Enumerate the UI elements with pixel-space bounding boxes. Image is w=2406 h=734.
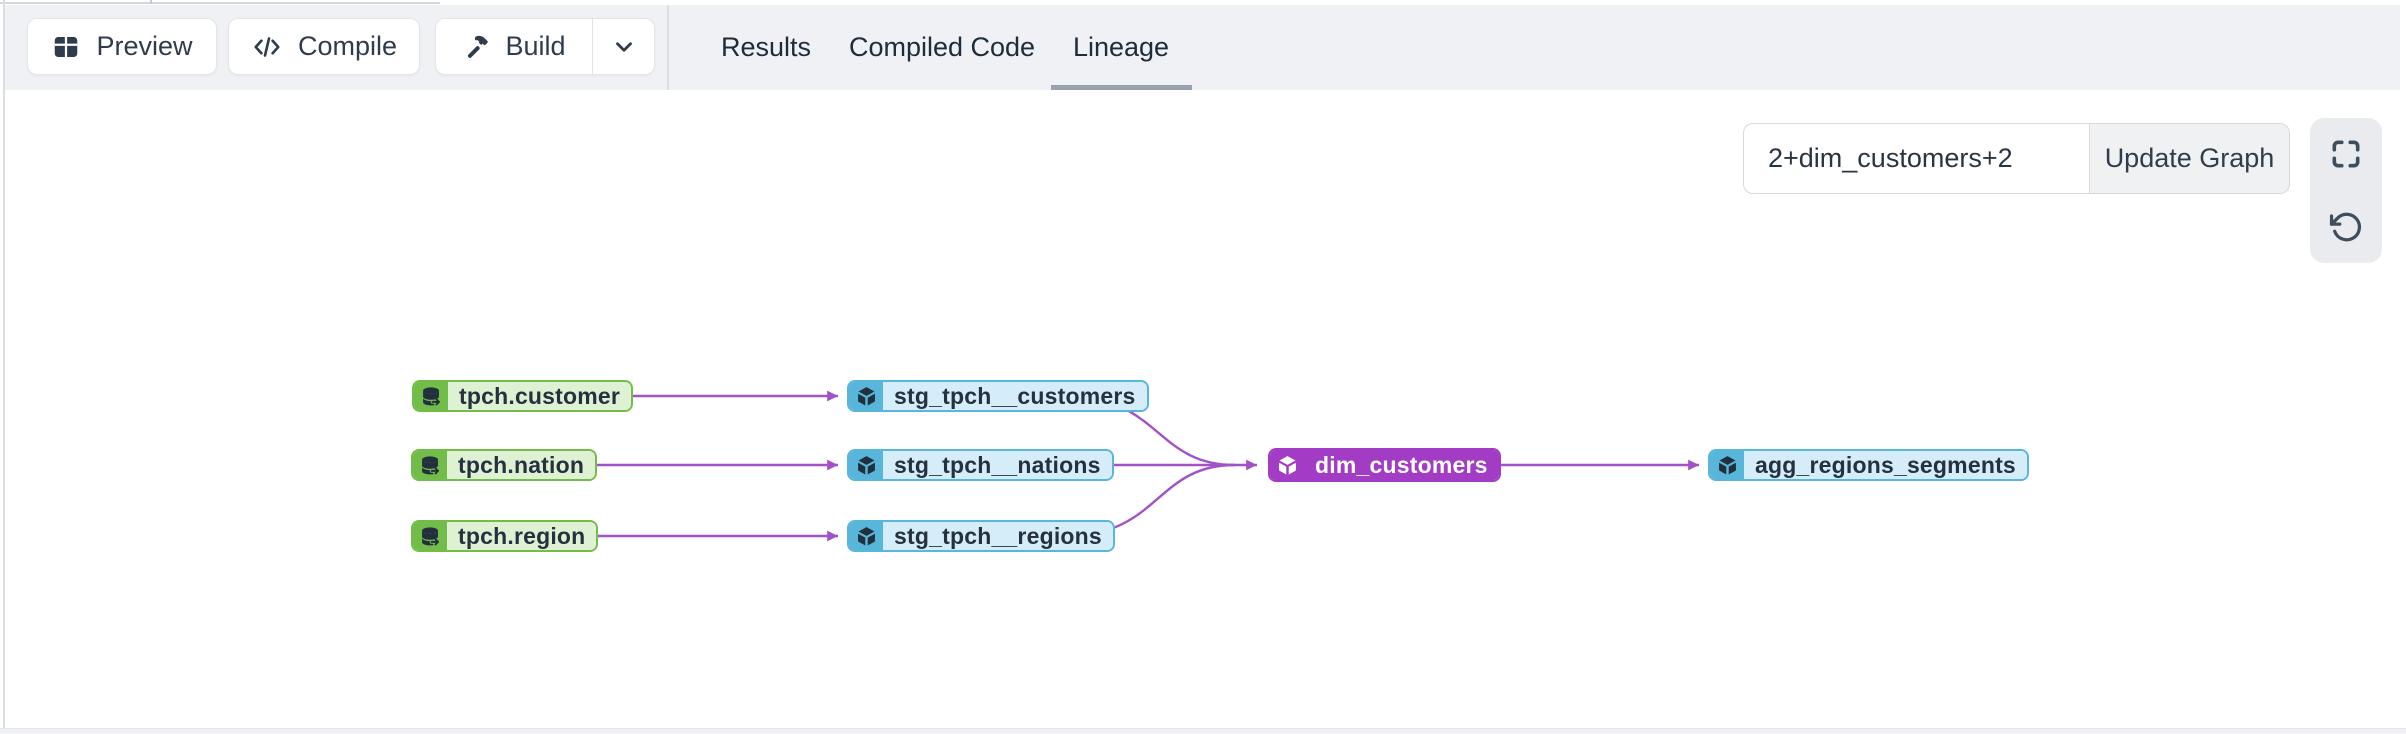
chevron-down-icon	[611, 34, 637, 60]
graph-selector-group: Update Graph	[1743, 123, 2290, 194]
lineage-node-tpch-customer[interactable]: tpch.customer	[412, 380, 634, 412]
panel-left-border	[3, 0, 5, 728]
tab-lineage-label: Lineage	[1072, 32, 1170, 62]
fullscreen-icon	[2329, 137, 2363, 171]
tab-results[interactable]: Results	[721, 5, 811, 90]
lineage-node-dim-customers[interactable]: dim_customers	[1268, 448, 1501, 482]
node-label: stg_tpch__customers	[883, 382, 1147, 410]
node-label: tpch.nation	[447, 451, 596, 479]
tab-results-label: Results	[720, 32, 812, 62]
model-cube-icon	[849, 522, 883, 550]
database-icon	[414, 382, 448, 410]
node-label: agg_regions_segments	[1744, 451, 2027, 479]
toolbar-divider	[667, 5, 669, 90]
code-icon	[251, 32, 283, 62]
node-label: stg_tpch__nations	[883, 451, 1112, 479]
tab-compiled-code-label: Compiled Code	[848, 32, 1036, 62]
compile-button[interactable]: Compile	[228, 18, 420, 75]
build-split-button: Build	[435, 18, 655, 75]
graph-selector-input[interactable]	[1743, 123, 2089, 194]
compile-button-label: Compile	[297, 31, 398, 61]
fullscreen-button[interactable]	[2323, 131, 2369, 177]
reset-icon	[2329, 210, 2363, 244]
model-cube-icon	[849, 451, 883, 479]
build-dropdown-button[interactable]	[592, 19, 654, 74]
update-graph-button[interactable]: Update Graph	[2089, 123, 2290, 194]
lineage-node-stg-tpch-customers[interactable]: stg_tpch__customers	[847, 380, 1149, 412]
lineage-node-stg-tpch-regions[interactable]: stg_tpch__regions	[847, 520, 1115, 552]
lineage-node-stg-tpch-nations[interactable]: stg_tpch__nations	[847, 449, 1114, 481]
node-label: dim_customers	[1304, 450, 1499, 480]
model-cube-icon	[849, 382, 883, 410]
hammer-icon	[462, 33, 490, 61]
tab-edge-divider	[150, 0, 152, 4]
tab-compiled-code[interactable]: Compiled Code	[849, 5, 1035, 90]
node-label: tpch.customer	[448, 382, 632, 410]
tab-lineage[interactable]: Lineage	[1073, 5, 1169, 90]
table-icon	[51, 32, 81, 62]
database-icon	[413, 451, 447, 479]
node-label: stg_tpch__regions	[883, 522, 1113, 550]
active-tab-underline	[1051, 85, 1192, 90]
preview-button-label: Preview	[96, 31, 193, 61]
bottom-strip	[0, 728, 2406, 734]
model-cube-icon	[1270, 450, 1304, 480]
build-button[interactable]: Build	[436, 19, 592, 74]
reset-view-button[interactable]	[2323, 204, 2369, 250]
database-icon	[413, 522, 447, 550]
lineage-node-tpch-region[interactable]: tpch.region	[411, 520, 599, 552]
node-label: tpch.region	[447, 522, 597, 550]
preview-button[interactable]: Preview	[27, 18, 217, 75]
tab-bar-remnant	[0, 0, 440, 4]
lineage-canvas[interactable]: tpch.customer	[5, 90, 2406, 728]
lineage-node-tpch-nation[interactable]: tpch.nation	[411, 449, 598, 481]
lineage-node-agg-regions-segments[interactable]: agg_regions_segments	[1708, 449, 2029, 481]
toolbar: Preview Compile	[5, 5, 2400, 90]
model-cube-icon	[1710, 451, 1744, 479]
build-button-label: Build	[505, 31, 566, 61]
lineage-view-controls	[2310, 118, 2382, 263]
